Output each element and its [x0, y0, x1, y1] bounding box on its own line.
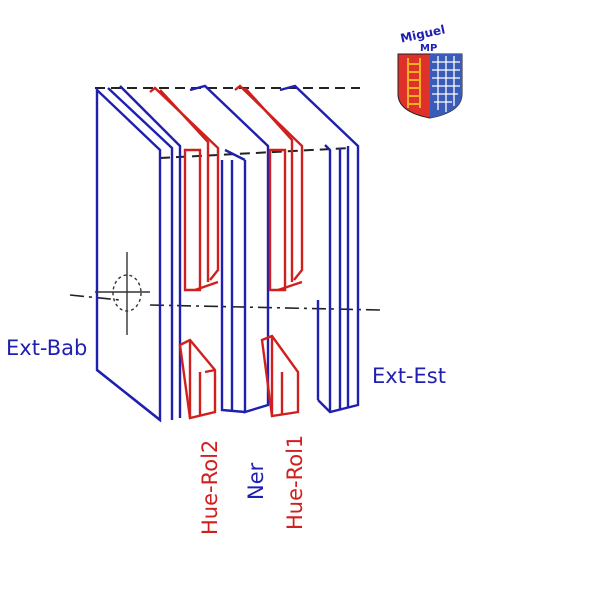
plate-hue-rol2 [149, 86, 220, 420]
coat-of-arms-logo [397, 53, 463, 119]
plate-ext-est [279, 84, 360, 414]
center-axis [69, 294, 381, 311]
plate-ext-bab [95, 85, 182, 423]
plate-ner [189, 84, 270, 414]
label-hue-rol2: Hue-Rol2 [198, 439, 222, 535]
label-ext-bab: Ext-Bab [6, 336, 88, 360]
label-hue-rol1: Hue-Rol1 [283, 434, 307, 530]
plate-hue-rol1 [234, 84, 304, 418]
logo-name-line2: MP [420, 43, 438, 54]
label-ext-est: Ext-Est [372, 364, 446, 388]
label-ner: Ner [244, 462, 268, 500]
crosshair-mark [95, 252, 150, 335]
